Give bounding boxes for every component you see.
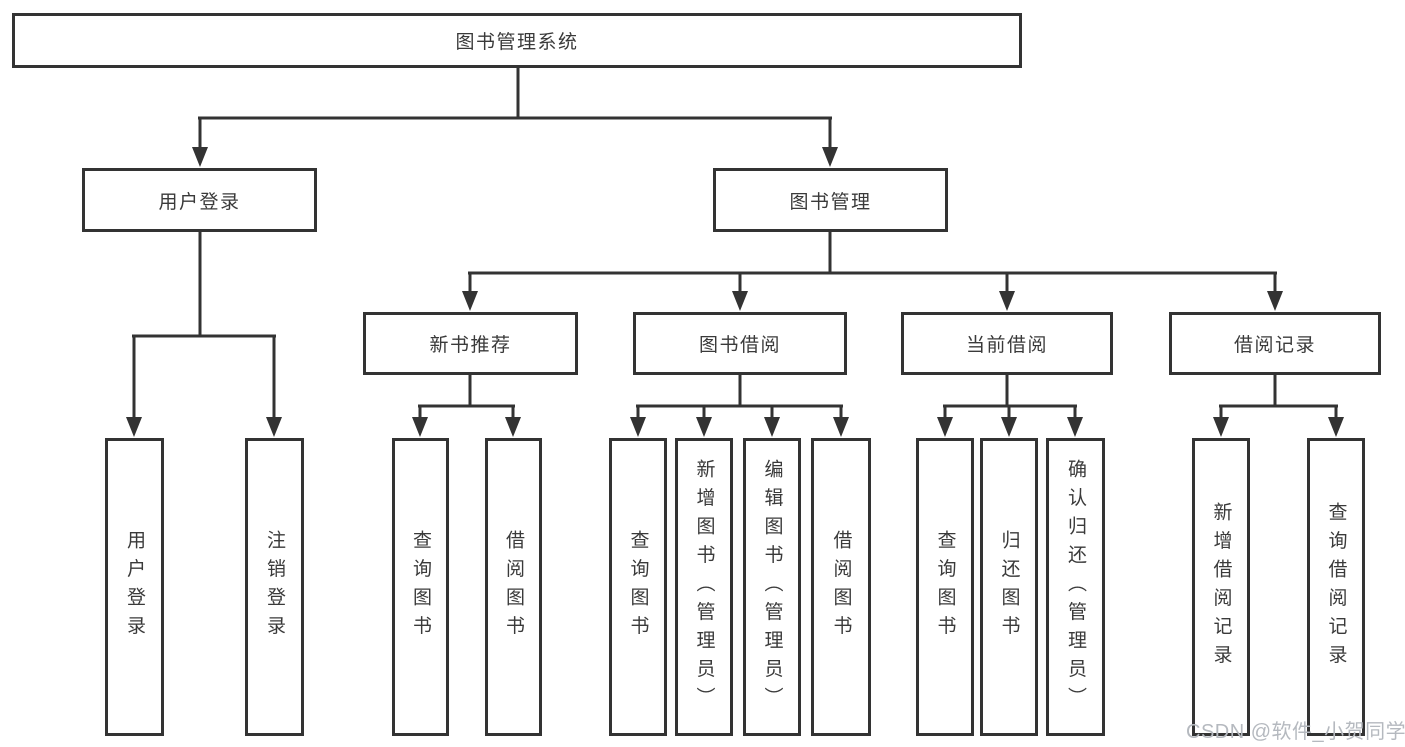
connector-records-to-leaves bbox=[1213, 375, 1344, 437]
node-borrowing-records-label: 借阅记录 bbox=[1233, 335, 1316, 356]
leaf-add-borrow-record: 新增借阅记录 bbox=[1192, 438, 1250, 736]
node-book-borrowing-label: 图书借阅 bbox=[698, 335, 781, 356]
leaf-borrow-books-1-label: 借阅图书 bbox=[503, 530, 524, 644]
leaf-confirm-return-admin: 确认归还（管理员） bbox=[1046, 438, 1105, 736]
leaf-query-borrow-record: 查询借阅记录 bbox=[1307, 438, 1365, 736]
leaf-borrow-books-1: 借阅图书 bbox=[485, 438, 542, 736]
node-user-login: 用户登录 bbox=[82, 168, 317, 232]
leaf-query-books-3: 查询图书 bbox=[916, 438, 974, 736]
connector-login-to-leaves bbox=[126, 232, 282, 437]
leaf-confirm-return-admin-label: 确认归还（管理员） bbox=[1065, 458, 1086, 716]
node-book-management: 图书管理 bbox=[713, 168, 948, 232]
leaf-borrow-books-2-label: 借阅图书 bbox=[830, 530, 852, 644]
connector-root-to-level2 bbox=[192, 68, 838, 167]
connector-management-to-level3 bbox=[462, 232, 1283, 311]
node-root: 图书管理系统 bbox=[12, 13, 1022, 68]
node-root-label: 图书管理系统 bbox=[455, 32, 579, 53]
csdn-watermark: CSDN @软件_小贺同学 bbox=[1186, 721, 1405, 743]
leaf-user-login-label: 用户登录 bbox=[124, 530, 145, 644]
leaf-add-book-admin-label: 新增图书（管理员） bbox=[693, 458, 715, 716]
leaf-query-books-3-label: 查询图书 bbox=[934, 530, 956, 644]
leaf-borrow-books-2: 借阅图书 bbox=[811, 438, 871, 736]
leaf-query-books-1-label: 查询图书 bbox=[410, 530, 431, 644]
node-new-book-recommend-label: 新书推荐 bbox=[429, 335, 512, 356]
leaf-add-borrow-record-label: 新增借阅记录 bbox=[1210, 501, 1232, 673]
leaf-logout: 注销登录 bbox=[245, 438, 304, 736]
leaf-edit-book-admin: 编辑图书（管理员） bbox=[743, 438, 801, 736]
node-new-book-recommend: 新书推荐 bbox=[363, 312, 578, 375]
node-book-borrowing: 图书借阅 bbox=[633, 312, 847, 375]
leaf-user-login: 用户登录 bbox=[105, 438, 164, 736]
connector-borrowing-to-leaves bbox=[630, 375, 849, 437]
node-current-borrowing: 当前借阅 bbox=[901, 312, 1113, 375]
leaf-query-books-2-label: 查询图书 bbox=[627, 530, 649, 644]
connector-recommend-to-leaves bbox=[412, 375, 521, 437]
leaf-add-book-admin: 新增图书（管理员） bbox=[675, 438, 733, 736]
node-book-management-label: 图书管理 bbox=[789, 191, 872, 213]
node-borrowing-records: 借阅记录 bbox=[1169, 312, 1381, 375]
leaf-return-books: 归还图书 bbox=[980, 438, 1038, 736]
leaf-logout-label: 注销登录 bbox=[264, 530, 285, 644]
node-user-login-label: 用户登录 bbox=[158, 191, 241, 213]
leaf-return-books-label: 归还图书 bbox=[998, 530, 1020, 644]
leaf-query-books-1: 查询图书 bbox=[392, 438, 449, 736]
leaf-query-borrow-record-label: 查询借阅记录 bbox=[1325, 501, 1347, 673]
leaf-edit-book-admin-label: 编辑图书（管理员） bbox=[761, 458, 783, 716]
node-current-borrowing-label: 当前借阅 bbox=[965, 335, 1048, 356]
leaf-query-books-2: 查询图书 bbox=[609, 438, 667, 736]
connector-current-to-leaves bbox=[937, 375, 1083, 437]
